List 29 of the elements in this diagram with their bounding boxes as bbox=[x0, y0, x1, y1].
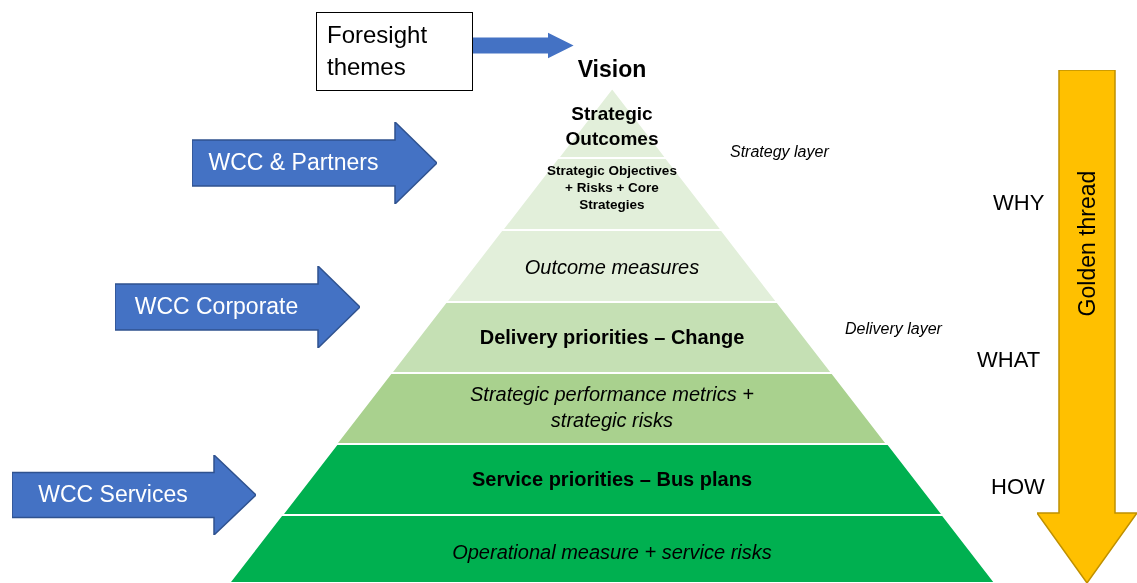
pyramid-layer bbox=[336, 373, 888, 444]
block-arrow bbox=[192, 122, 437, 204]
pyramid-layer bbox=[391, 302, 833, 373]
axis-label: WHAT bbox=[977, 347, 1041, 373]
block-arrow bbox=[115, 266, 360, 348]
layer-label: Delivery layer bbox=[845, 320, 942, 338]
axis-label: HOW bbox=[991, 474, 1045, 500]
layer-text: Service priorities – Bus plans bbox=[470, 467, 754, 492]
layer-label: Strategy layer bbox=[730, 143, 829, 161]
axis-label: WHY bbox=[993, 190, 1045, 216]
arrow-text: WCC Services bbox=[37, 481, 189, 508]
layer-text: Operational measure + service risks bbox=[451, 540, 773, 565]
pyramid-layer bbox=[557, 88, 667, 158]
layer-text: Strategic Outcomes bbox=[564, 102, 660, 151]
box-text: Foresight themes bbox=[327, 20, 429, 83]
vision-label: Vision bbox=[560, 56, 664, 88]
layer-text: Strategic performance metrics + strategic risks bbox=[469, 382, 755, 433]
block-arrow bbox=[12, 455, 256, 535]
layer-text: Delivery priorities – Change bbox=[478, 325, 746, 350]
layer-text: Strategic Objectives + Risks + Core Strategies bbox=[546, 163, 678, 214]
pyramid-layer bbox=[446, 230, 778, 302]
arrow-text: WCC Corporate bbox=[133, 293, 300, 320]
arrow-text: WCC & Partners bbox=[207, 149, 380, 176]
pyramid-layer bbox=[281, 444, 943, 515]
pyramid-layer bbox=[228, 515, 996, 583]
text-box bbox=[316, 12, 473, 91]
arrow bbox=[473, 32, 574, 59]
layer-text: Outcome measures bbox=[523, 255, 701, 280]
arrow-text: Golden thread bbox=[1073, 170, 1101, 317]
